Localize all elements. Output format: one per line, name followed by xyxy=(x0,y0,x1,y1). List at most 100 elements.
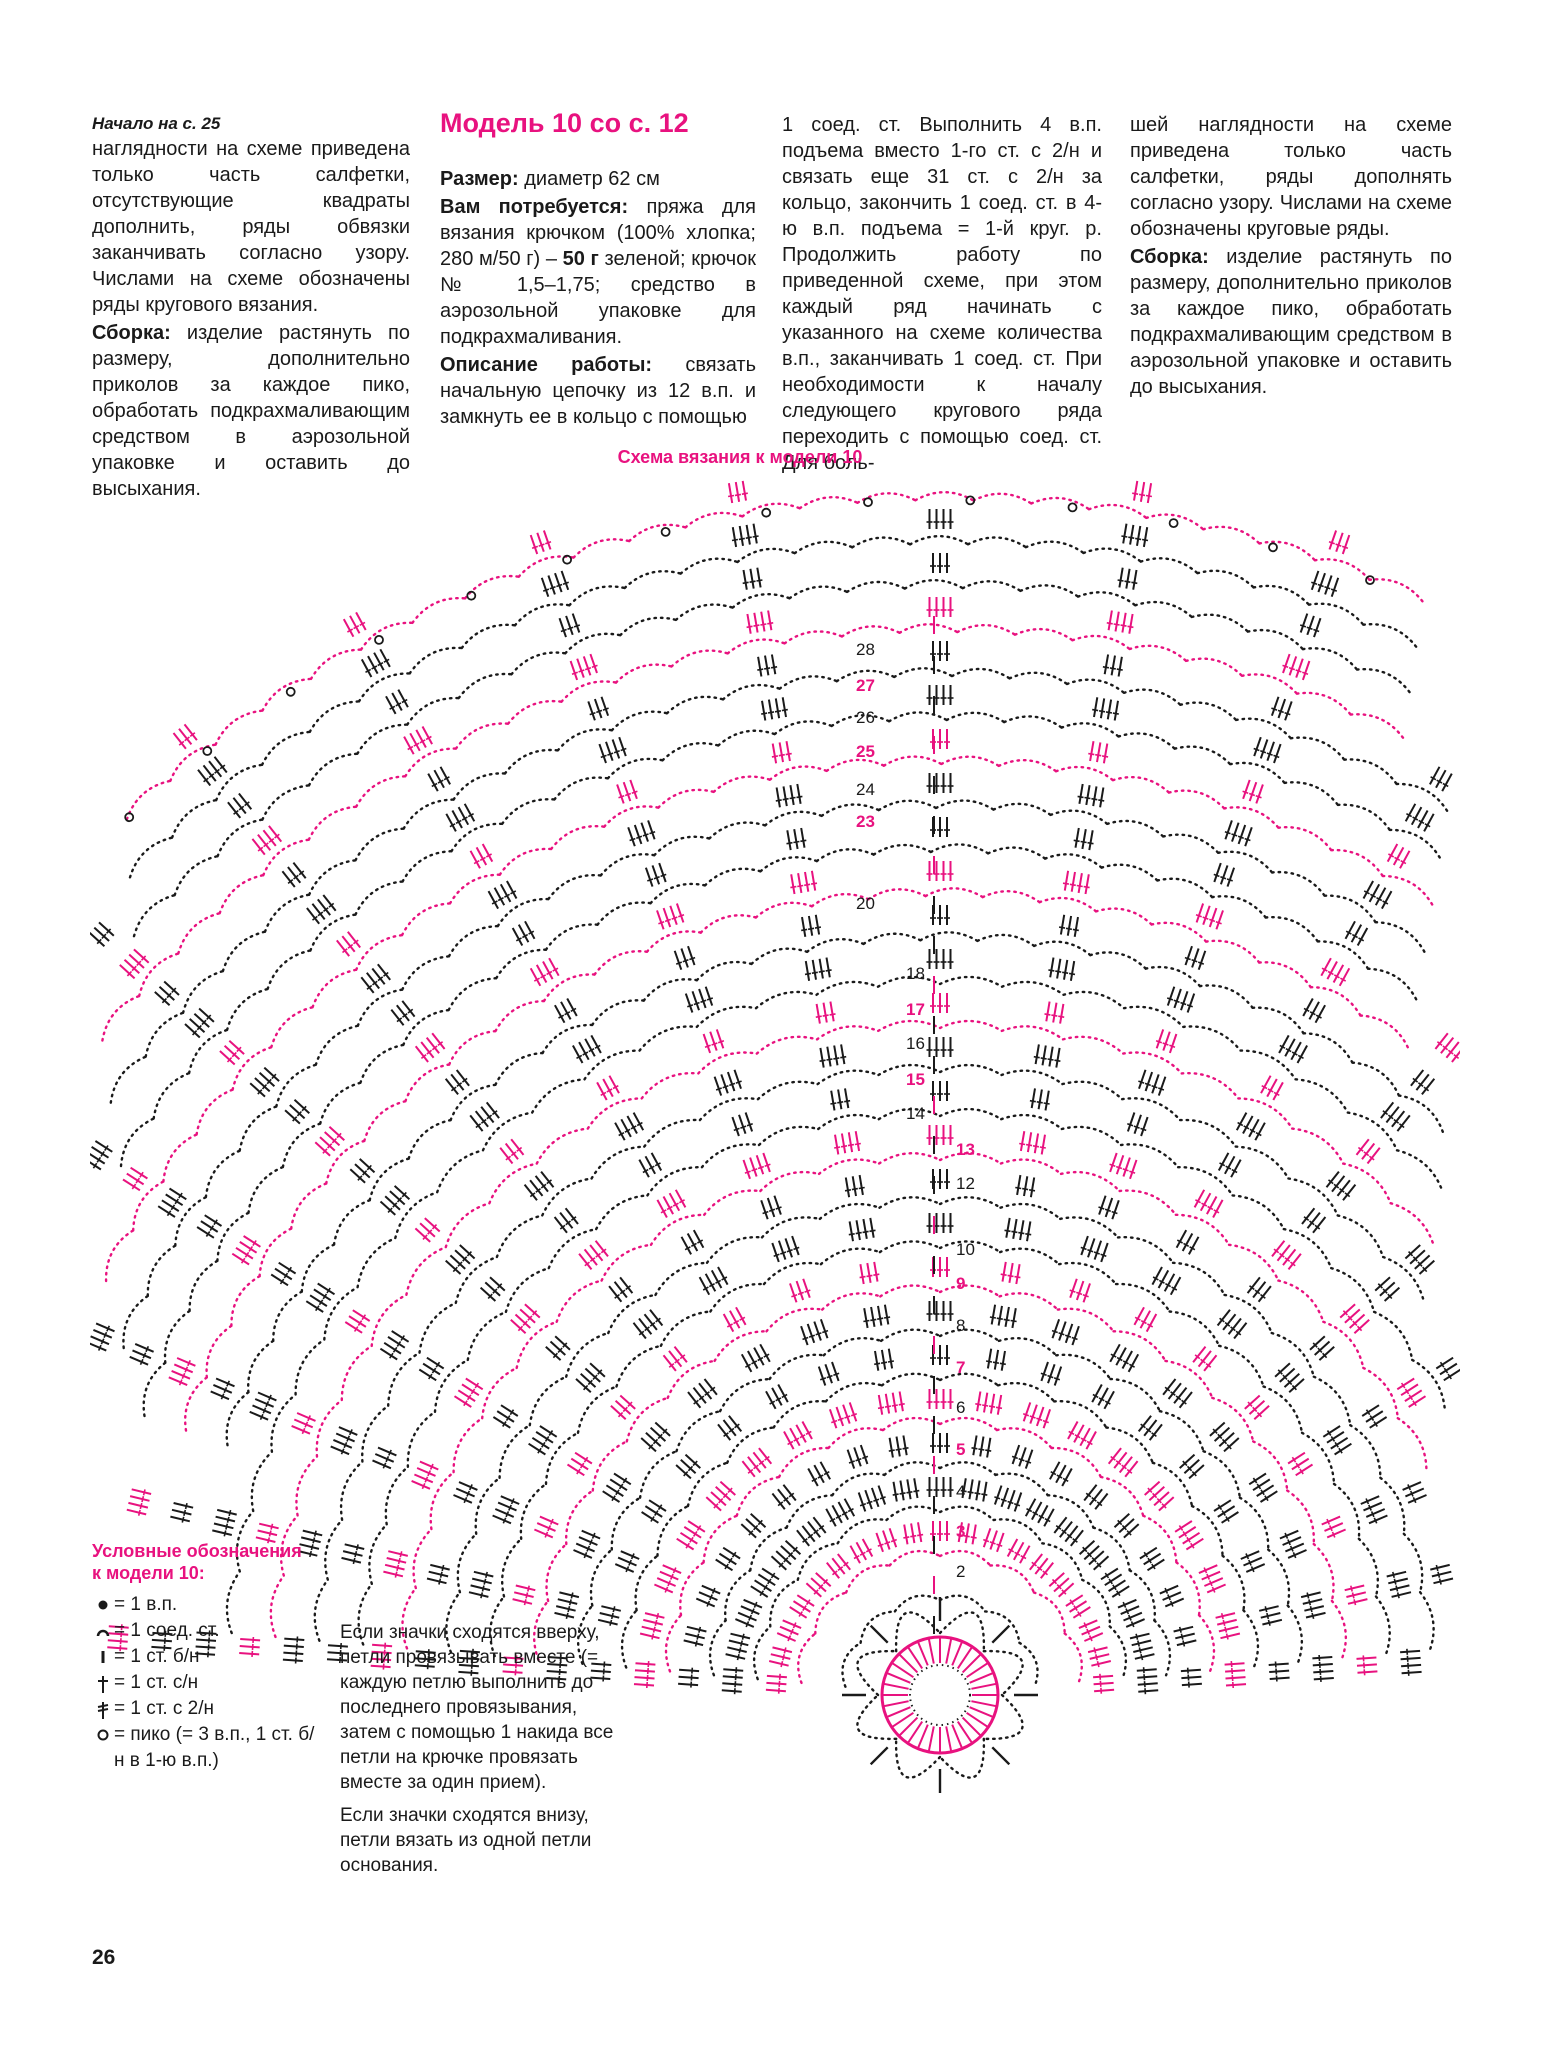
stitch-bar xyxy=(999,1362,1006,1366)
stitch-bar xyxy=(627,1401,633,1407)
stitch-bar xyxy=(389,1352,394,1359)
stitch-mark xyxy=(130,1166,148,1180)
scallop-arc xyxy=(877,1019,942,1033)
stitch-bar xyxy=(527,1315,533,1321)
stitch-mark xyxy=(1330,1436,1349,1450)
stitch-mark xyxy=(427,773,439,792)
stitch-mark xyxy=(554,572,563,593)
stitch-mark xyxy=(1006,1538,1019,1557)
stitch-mark xyxy=(596,1081,608,1101)
stitch-mark xyxy=(387,1336,406,1349)
scallop-arc xyxy=(1418,1591,1435,1654)
stitch-mark xyxy=(126,1508,147,1516)
scallop-arc xyxy=(250,1450,274,1513)
stitch-mark xyxy=(1047,1363,1056,1384)
stitch-bar xyxy=(389,705,396,710)
stitch-bar xyxy=(466,1394,472,1401)
stitch-bar xyxy=(396,1197,403,1203)
scallop-arc xyxy=(463,574,520,600)
stitch-mark xyxy=(129,1495,150,1502)
scallop-arc xyxy=(359,621,414,651)
stitch-mark xyxy=(745,1518,762,1534)
stitch-mark xyxy=(379,1200,396,1216)
scallop-arc xyxy=(356,988,404,1027)
stitch-mark xyxy=(497,1501,517,1512)
stitch-bar xyxy=(323,907,329,913)
stitch-bar xyxy=(1127,1123,1134,1127)
stitch-bar xyxy=(756,579,763,582)
stitch-bar xyxy=(1244,837,1251,842)
stitch-mark xyxy=(789,1427,801,1447)
scallop-arc xyxy=(405,1245,447,1296)
stitch-mark xyxy=(1272,1081,1284,1101)
stitch-bar xyxy=(1328,1179,1334,1185)
stitch-mark xyxy=(306,907,320,925)
stitch-mark xyxy=(1219,865,1229,885)
stitch-bar xyxy=(353,939,359,945)
stitch-bar xyxy=(989,1316,997,1319)
stitch-mark xyxy=(895,1436,901,1457)
stitch-mark xyxy=(842,1404,851,1424)
stitch-bar xyxy=(1025,1143,1033,1147)
scallop-arc xyxy=(887,711,948,723)
stitch-mark xyxy=(662,1196,674,1215)
stitch-mark xyxy=(414,1664,435,1668)
stitch-mark xyxy=(173,1363,194,1374)
chart-center xyxy=(842,1597,1038,1793)
stitch-bar xyxy=(1195,1199,1201,1204)
scallop-arc xyxy=(456,1532,478,1594)
stitch-bar xyxy=(584,666,592,671)
stitch-mark xyxy=(800,827,806,848)
stitch-bar xyxy=(718,1497,724,1504)
stitch-bar xyxy=(401,698,408,704)
stitch-mark xyxy=(1143,1419,1158,1437)
stitch-bar xyxy=(713,1503,719,1509)
scallop-arc xyxy=(888,1549,942,1567)
stitch-bar xyxy=(1110,1353,1117,1358)
stitch-bar xyxy=(753,1601,758,1608)
scallop-arc xyxy=(1173,745,1232,766)
stitch-bar xyxy=(1422,1266,1428,1273)
row-label: 9 xyxy=(956,1274,965,1293)
scallop-arc xyxy=(883,1461,942,1477)
stitch-bar xyxy=(834,1146,841,1149)
stitch-mark xyxy=(178,728,193,746)
stitch-mark xyxy=(1257,1285,1272,1303)
stitch-bar xyxy=(744,1170,751,1174)
stitch-mark xyxy=(851,1176,857,1197)
stitch-bar xyxy=(1126,1530,1132,1536)
stitch-bar xyxy=(764,1163,771,1167)
stitch-mark xyxy=(349,1168,366,1184)
scallop-arc xyxy=(532,1599,550,1662)
stitch-bar xyxy=(683,1470,689,1477)
stitch-mark xyxy=(775,787,781,808)
stitch-bar xyxy=(322,1293,328,1300)
stitch-bar xyxy=(805,1599,811,1606)
stitch-mark xyxy=(917,1522,923,1543)
stitch-bar xyxy=(1082,1293,1089,1298)
stitch-bar xyxy=(1231,1168,1238,1174)
stitch-mark xyxy=(1399,850,1411,869)
stitch-bar xyxy=(1152,1492,1158,1499)
stitch-mark xyxy=(654,1583,674,1594)
stitch-bar xyxy=(873,1273,880,1276)
stitch-mark xyxy=(1322,1425,1341,1438)
stitch-bar xyxy=(1266,752,1273,756)
stitch-mark xyxy=(98,921,115,937)
scallop-arc xyxy=(666,1359,716,1400)
center-dc xyxy=(945,1637,953,1664)
stitch-mark xyxy=(1109,1152,1118,1173)
stitch-bar xyxy=(429,1463,434,1470)
stitch-mark xyxy=(1049,957,1055,978)
stitch-mark xyxy=(1108,1579,1126,1592)
stitch-mark xyxy=(1269,1676,1290,1680)
stitch-mark xyxy=(1015,1264,1021,1285)
stitch-mark xyxy=(274,1267,293,1281)
scallop-arc xyxy=(1111,776,1171,794)
stitch-bar xyxy=(648,1165,655,1170)
center-dc xyxy=(898,1653,919,1674)
stitch-mark xyxy=(815,1003,821,1024)
stitch-mark xyxy=(1175,1229,1188,1249)
scallop-arc xyxy=(1094,907,1153,926)
stitch-bar xyxy=(1412,1400,1417,1407)
